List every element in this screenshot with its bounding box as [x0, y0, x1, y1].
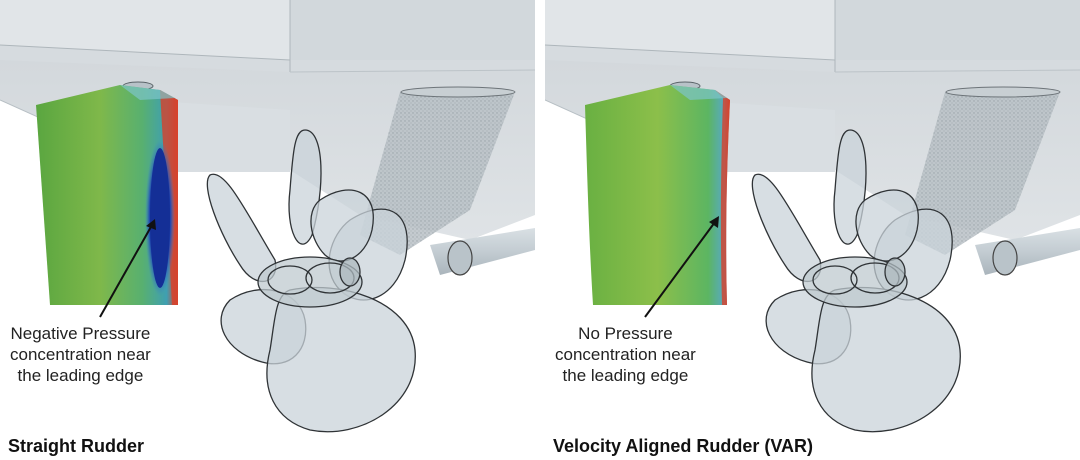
- shaft-strut: [905, 86, 1061, 255]
- annotation-line: the leading edge: [562, 366, 689, 385]
- rudder: [585, 85, 730, 305]
- panel-straight-rudder: Negative Pressure concentration near the…: [0, 0, 535, 460]
- annotation-line: the leading edge: [17, 366, 144, 385]
- scene-var-rudder: [545, 0, 1080, 433]
- annotation-line: No Pressure: [578, 324, 673, 343]
- annotation-arrow: [99, 219, 156, 318]
- panel-var-rudder: No Pressure concentration near the leadi…: [545, 0, 1080, 460]
- shaft-strut: [360, 86, 516, 255]
- scene-straight-rudder: [0, 0, 535, 433]
- annotation-line: concentration near: [555, 345, 696, 364]
- propeller: [206, 129, 416, 433]
- propeller: [751, 129, 961, 433]
- annotation-arrow: [644, 216, 719, 318]
- panel-divider: [535, 0, 545, 460]
- annotation-text: Negative Pressure concentration near the…: [10, 323, 151, 386]
- rudder: [36, 85, 178, 305]
- annotation-line: concentration near: [10, 345, 151, 364]
- annotation-line: Negative Pressure: [10, 324, 151, 343]
- propeller-shaft: [975, 228, 1080, 276]
- panel-caption: Straight Rudder: [8, 436, 145, 456]
- propeller-shaft: [430, 228, 535, 276]
- panel-caption: Velocity Aligned Rudder (VAR): [553, 436, 814, 456]
- annotation-text: No Pressure concentration near the leadi…: [555, 323, 696, 386]
